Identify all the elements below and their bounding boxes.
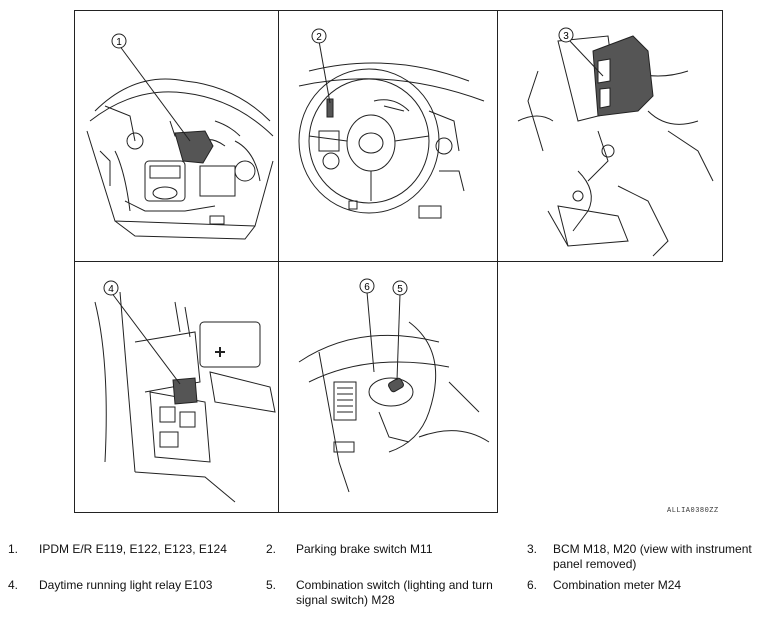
callout-5: 5 bbox=[397, 284, 403, 295]
callout-1: 1 bbox=[116, 37, 122, 48]
legend-number: 5. bbox=[266, 578, 277, 592]
legend-text: Daytime running light relay E103 bbox=[39, 578, 213, 592]
figure-code: ALLIA0380ZZ bbox=[667, 507, 719, 515]
legend-number: 4. bbox=[8, 578, 19, 592]
legend-text: Combination switch (lighting and turn si… bbox=[296, 578, 493, 607]
legend-text: BCM M18, M20 (view with instrument panel… bbox=[553, 542, 752, 571]
callout-6: 6 bbox=[364, 282, 370, 293]
steering-wheel-view: 2 bbox=[278, 10, 498, 262]
bcm-drawing: 3 bbox=[517, 27, 714, 257]
legend-text: Combination meter M24 bbox=[553, 578, 682, 592]
bcm-view: 3 bbox=[497, 10, 723, 262]
combination-switch-drawing: 6 5 bbox=[298, 278, 490, 493]
callout-2: 2 bbox=[316, 32, 322, 43]
legend-number: 6. bbox=[527, 578, 538, 592]
legend-text: Parking brake switch M11 bbox=[296, 542, 433, 556]
legend-number: 1. bbox=[8, 542, 19, 556]
combination-switch-view: 6 5 bbox=[278, 261, 498, 513]
callout-3: 3 bbox=[563, 31, 569, 42]
legend-number: 3. bbox=[527, 542, 538, 556]
relay-drawing: 4 bbox=[94, 280, 276, 503]
relay-view: 4 bbox=[74, 261, 279, 513]
legend-number: 2. bbox=[266, 542, 277, 556]
callout-4: 4 bbox=[108, 284, 114, 295]
legend-text: IPDM E/R E119, E122, E123, E124 bbox=[39, 542, 227, 556]
engine-compartment-view: 1 bbox=[74, 10, 279, 262]
engine-compartment-drawing: 1 bbox=[86, 33, 274, 240]
steering-wheel-drawing: 2 bbox=[298, 28, 485, 219]
